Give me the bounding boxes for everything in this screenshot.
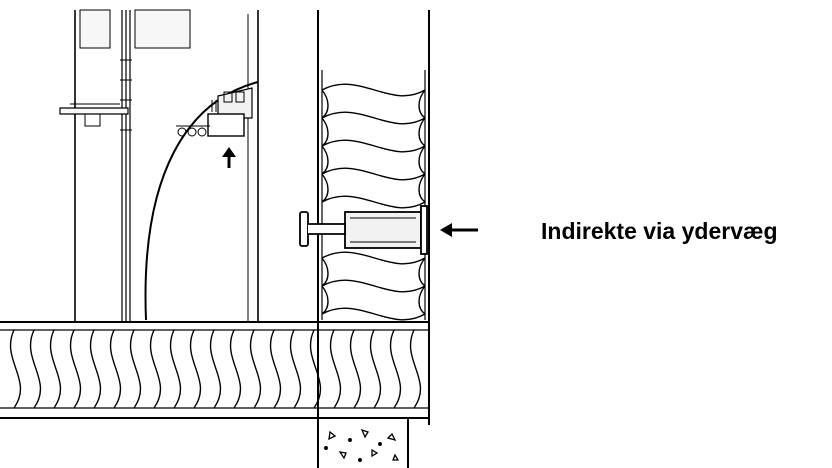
exterior-wall [317, 10, 430, 425]
foundation [317, 418, 409, 468]
arrow-up-icon [222, 147, 236, 168]
appliance-unit [59, 9, 259, 322]
wall-sleeve [299, 205, 428, 255]
arrow-left-icon [440, 223, 478, 237]
diagram-caption: Indirekte via ydervæg [541, 218, 778, 244]
floor-slab [0, 321, 429, 419]
internal-component [176, 87, 253, 137]
